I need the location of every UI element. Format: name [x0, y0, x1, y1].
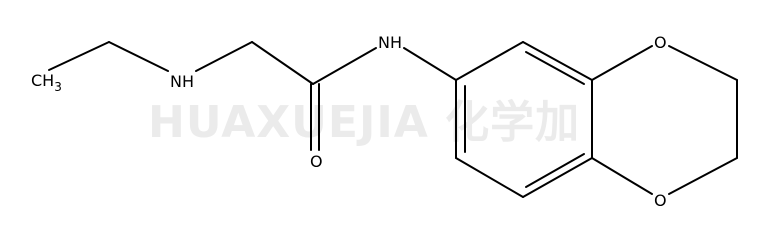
bond-nh-ch2	[195, 41, 253, 72]
bond-ch3-ch2	[48, 41, 110, 71]
bond-ring-4	[522, 157, 593, 198]
bond-ring-inner-top	[525, 51, 585, 85]
atom-label-ring-o-bottom: O	[654, 191, 667, 210]
bond-nh-ring	[403, 47, 457, 81]
bond-ch2-o-bottom	[668, 157, 738, 195]
watermark-text: HUAXUEJIA 化学加	[148, 97, 580, 148]
bond-ring-1	[455, 41, 524, 81]
bond-ring-o-top	[591, 45, 653, 81]
bond-o-bottom-ring	[591, 157, 653, 195]
atom-label-methyl: CH3	[31, 71, 62, 94]
bond-ch2-carbonyl	[251, 41, 314, 85]
bond-ring-inner-bottom	[525, 153, 585, 188]
bond-o-top-ch2	[668, 45, 738, 81]
bond-ch2-nh	[108, 41, 169, 72]
bond-ring-5	[455, 157, 524, 198]
atom-label-amide-n: NH	[378, 33, 402, 52]
bond-carbonyl-nh	[312, 47, 377, 85]
bond-ring-2	[522, 41, 593, 81]
atom-label-ring-o-top: O	[654, 33, 667, 52]
atom-label-amine-n: NH	[170, 72, 194, 91]
atom-label-carbonyl-o: O	[310, 152, 323, 171]
